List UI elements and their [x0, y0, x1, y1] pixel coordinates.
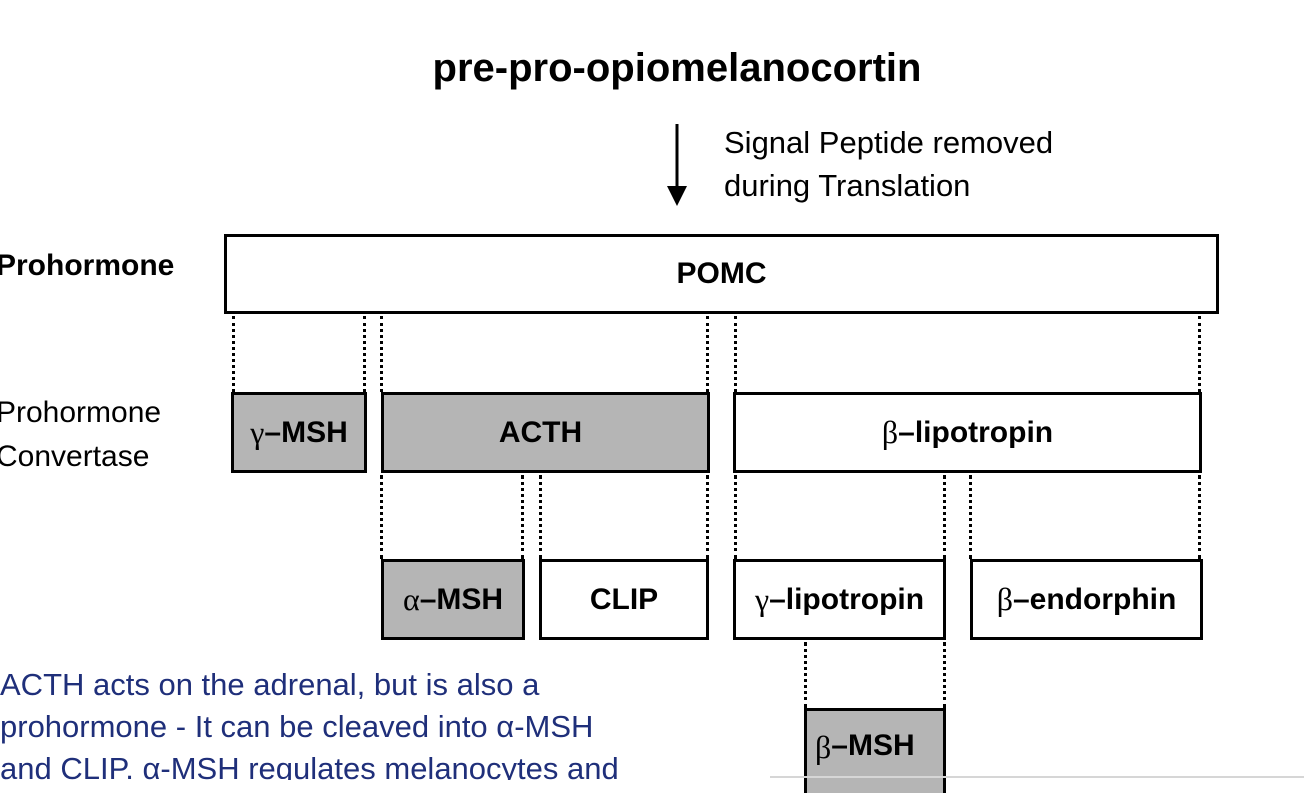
gamma-symbol: γ — [250, 414, 265, 450]
beta-lipotropin-label: –lipotropin — [898, 415, 1054, 449]
connector-line — [706, 316, 709, 392]
clip-label: CLIP — [589, 582, 659, 616]
connector-line — [521, 475, 524, 559]
beta-symbol: β — [815, 729, 832, 765]
gamma-lipotropin-label: –lipotropin — [769, 582, 925, 616]
connector-line — [232, 316, 235, 392]
divider-line — [770, 776, 1304, 778]
down-arrow-icon — [667, 124, 687, 206]
alpha-symbol: α — [402, 581, 420, 617]
pomc-label: POMC — [676, 257, 767, 290]
prohormone-label: Prohormone — [0, 249, 175, 282]
clip-box: CLIP — [539, 559, 709, 640]
connector-line — [706, 475, 709, 559]
connector-line — [969, 475, 972, 559]
gamma-lipotropin-box: γ–lipotropin — [733, 559, 946, 640]
connector-line — [734, 316, 737, 392]
acth-label: ACTH — [498, 415, 583, 449]
caption-clip-edge — [0, 780, 800, 800]
beta-endorphin-label: –endorphin — [1012, 582, 1177, 616]
acth-box: ACTH — [381, 392, 710, 473]
convertase-label-line2: Convertase — [0, 440, 150, 473]
caption-line1: ACTH acts on the adrenal, but is also a — [0, 667, 540, 702]
beta-lipotropin-box: β–lipotropin — [733, 392, 1202, 473]
signal-note-line1: Signal Peptide removed — [724, 125, 1054, 160]
gamma-msh-box: γ–MSH — [231, 392, 367, 473]
alpha-msh-label: –MSH — [419, 582, 504, 616]
beta-symbol: β — [996, 581, 1013, 617]
gamma-symbol: γ — [754, 581, 770, 617]
signal-note-line2: during Translation — [724, 168, 971, 203]
convertase-label-line1: Prohormone — [0, 396, 162, 429]
connector-line — [380, 316, 383, 392]
connector-line — [943, 642, 946, 708]
beta-msh-box: β–MSH — [804, 708, 946, 793]
acth-caption: ACTH acts on the adrenal, but is also a … — [0, 664, 619, 790]
connector-line — [734, 475, 737, 559]
connector-line — [539, 475, 542, 559]
alpha-msh-box: α–MSH — [381, 559, 525, 640]
connector-line — [363, 316, 366, 392]
beta-symbol: β — [881, 414, 899, 450]
connector-line — [1198, 316, 1201, 392]
beta-endorphin-box: β–endorphin — [970, 559, 1203, 640]
connector-line — [804, 642, 807, 708]
convertase-label: Prohormone Convertase — [0, 391, 161, 479]
beta-msh-label: –MSH — [831, 729, 915, 762]
caption-line2: prohormone - It can be cleaved into α-MS… — [0, 709, 594, 744]
gamma-msh-label: –MSH — [264, 415, 348, 449]
connector-line — [1198, 475, 1201, 559]
signal-peptide-note: Signal Peptide removed during Translatio… — [724, 121, 1053, 207]
pomc-box: POMC — [224, 234, 1219, 314]
connector-line — [943, 475, 946, 559]
connector-line — [380, 475, 383, 559]
diagram-title: pre-pro-opiomelanocortin — [432, 46, 922, 90]
